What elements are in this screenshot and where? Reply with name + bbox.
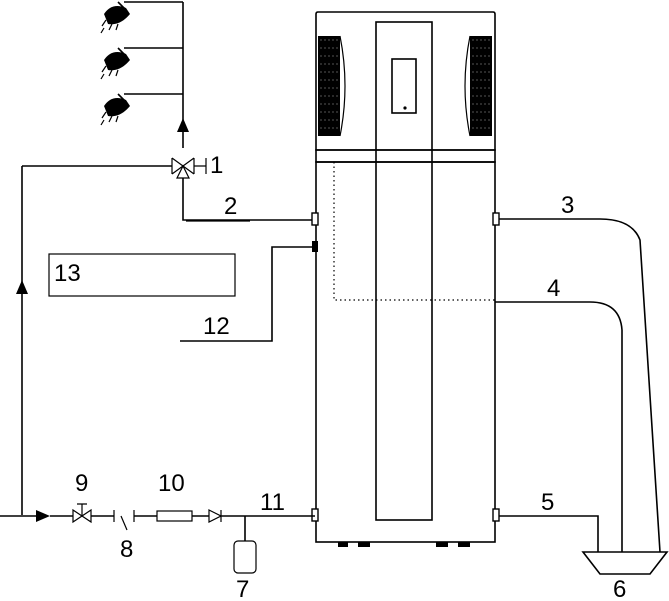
shower-head-icon: [100, 47, 183, 80]
heat-pump-tank: [311, 11, 500, 547]
label-7: 7: [236, 576, 249, 601]
label-11: 11: [260, 489, 285, 516]
right-air-grille: [470, 36, 492, 136]
shower-heads: [100, 1, 189, 148]
flow-arrow-icon: [36, 510, 50, 522]
shower-head-icon: [100, 93, 183, 126]
shutoff-valve-icon: [72, 503, 92, 524]
expansion-tank: [233, 540, 257, 574]
check-valve-icon: [208, 509, 223, 523]
flow-arrow-icon: [16, 280, 28, 294]
left-air-grille: [318, 36, 340, 136]
drain-valve-icon: [113, 510, 135, 531]
drain-funnel: [581, 551, 669, 575]
filter-icon: [156, 510, 193, 522]
flow-arrow-icon: [177, 118, 189, 132]
mixing-valve-icon: [171, 157, 207, 179]
label-10: 10: [158, 470, 185, 497]
label-6: 6: [613, 576, 626, 601]
label-1: 1: [210, 152, 223, 179]
shower-head-icon: [100, 1, 183, 34]
label-12: 12: [203, 313, 230, 340]
label-9: 9: [75, 470, 88, 497]
label-2: 2: [224, 193, 237, 220]
label-5: 5: [541, 489, 554, 516]
label-13: 13: [54, 260, 81, 287]
display-panel: [391, 58, 417, 114]
label-8: 8: [120, 536, 133, 563]
label-4: 4: [547, 275, 560, 302]
controller-box: [48, 253, 236, 297]
label-3: 3: [561, 192, 574, 219]
